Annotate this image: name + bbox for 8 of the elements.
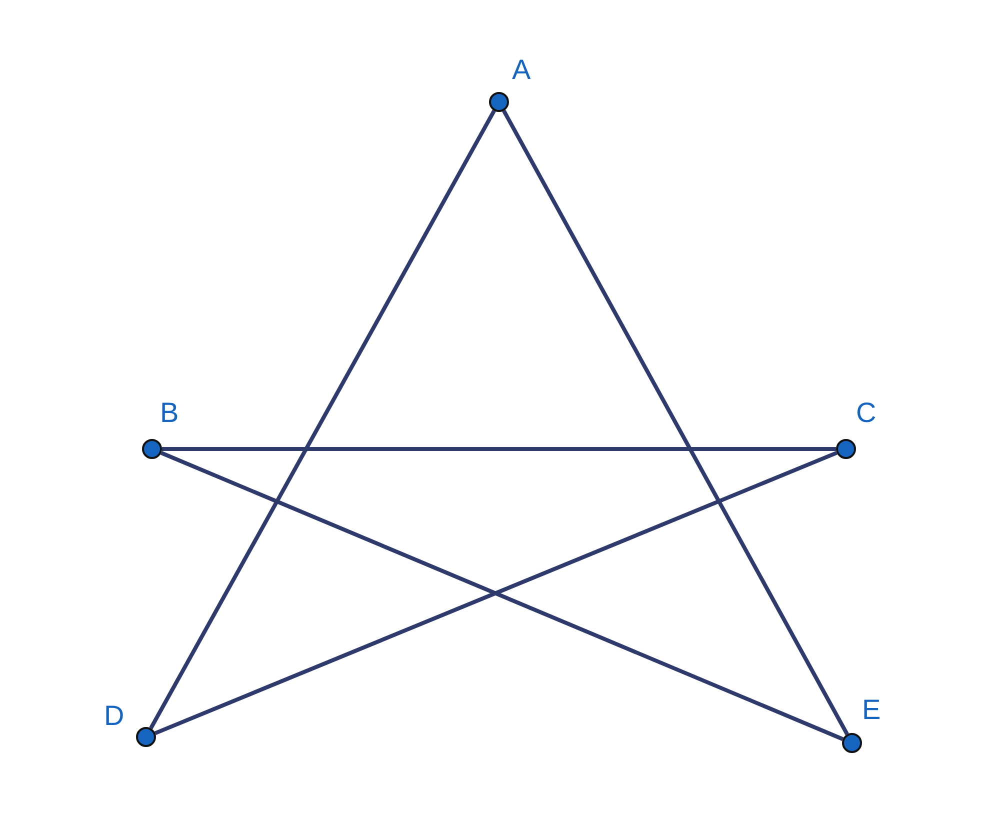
line-segment (502, 110, 849, 736)
line-segment (162, 447, 836, 451)
point-label: E (862, 696, 881, 724)
line-segment (149, 110, 496, 730)
point-label: B (160, 399, 179, 427)
point-label: D (104, 702, 124, 730)
point-label: A (512, 56, 531, 84)
point-label: C (856, 399, 876, 427)
